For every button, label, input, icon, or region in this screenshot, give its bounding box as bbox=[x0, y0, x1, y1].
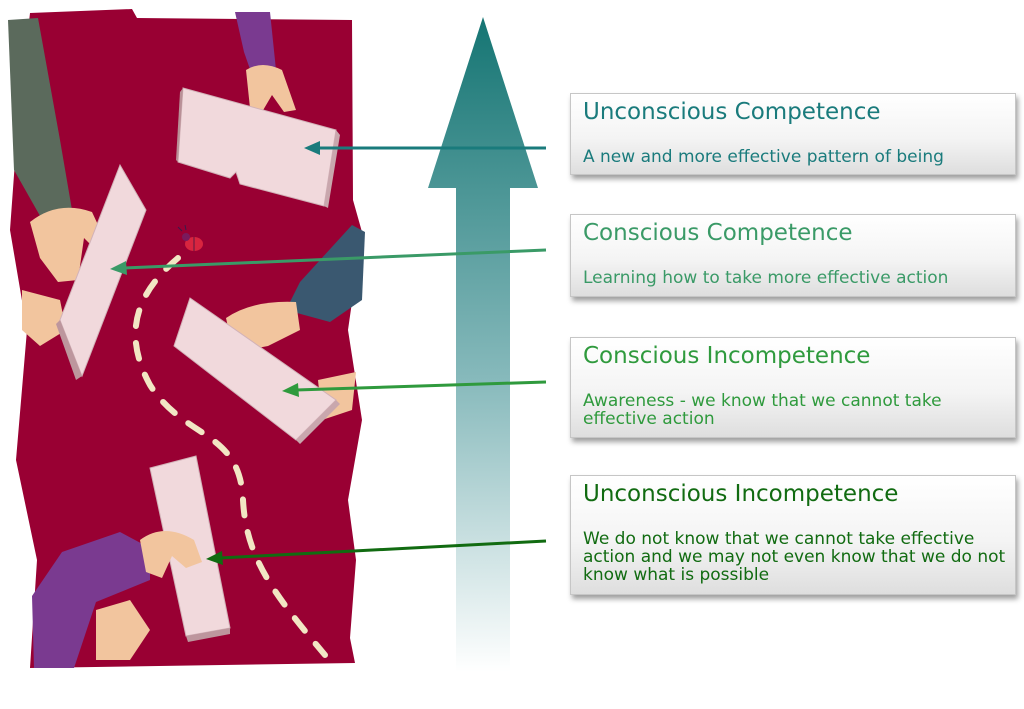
stage-box-unconscious-competence: Unconscious Competence A new and more ef… bbox=[570, 93, 1016, 175]
connector-unconscious-incompetence bbox=[219, 539, 547, 560]
hand-icon bbox=[96, 600, 150, 660]
hand-icon bbox=[140, 531, 202, 578]
dashed-path bbox=[132, 255, 328, 658]
stage-title: Conscious Competence bbox=[583, 220, 853, 246]
stage-description: Awareness - we know that we cannot take … bbox=[583, 391, 942, 429]
sleeve bbox=[8, 18, 72, 230]
stage-description: Learning how to take more effective acti… bbox=[583, 268, 949, 288]
stage-box-conscious-incompetence: Conscious Incompetence Awareness - we kn… bbox=[570, 337, 1016, 438]
stage-title: Conscious Incompetence bbox=[583, 343, 871, 369]
connector-conscious-incompetence bbox=[295, 380, 547, 392]
stage-description: We do not know that we cannot take effec… bbox=[583, 529, 1006, 585]
connector-conscious-competence bbox=[123, 248, 547, 270]
sleeve bbox=[32, 532, 150, 668]
arrowhead-icon bbox=[304, 141, 320, 155]
arrowhead-icon bbox=[282, 383, 299, 397]
stage-box-unconscious-incompetence: Unconscious Incompetence We do not know … bbox=[570, 475, 1016, 595]
connector-arrows bbox=[110, 141, 547, 565]
stage-title: Unconscious Incompetence bbox=[583, 481, 899, 507]
stage-description: A new and more effective pattern of bein… bbox=[583, 147, 944, 167]
bottom-hand-block bbox=[32, 455, 231, 668]
hand-icon bbox=[22, 290, 66, 346]
top-hand-block bbox=[176, 12, 340, 208]
sleeve bbox=[286, 225, 365, 322]
stage-title: Unconscious Competence bbox=[583, 99, 881, 125]
ladybug-icon bbox=[177, 224, 203, 251]
stage-box-conscious-competence: Conscious Competence Learning how to tak… bbox=[570, 214, 1016, 297]
hand-icon bbox=[246, 65, 296, 112]
middle-hand-block bbox=[173, 225, 365, 444]
sleeve bbox=[235, 12, 276, 75]
hand-icon bbox=[30, 207, 106, 282]
arrowhead-icon bbox=[110, 261, 127, 275]
left-hand-block bbox=[8, 18, 147, 380]
up-arrow-icon bbox=[428, 17, 538, 672]
arrowhead-icon bbox=[206, 551, 223, 565]
